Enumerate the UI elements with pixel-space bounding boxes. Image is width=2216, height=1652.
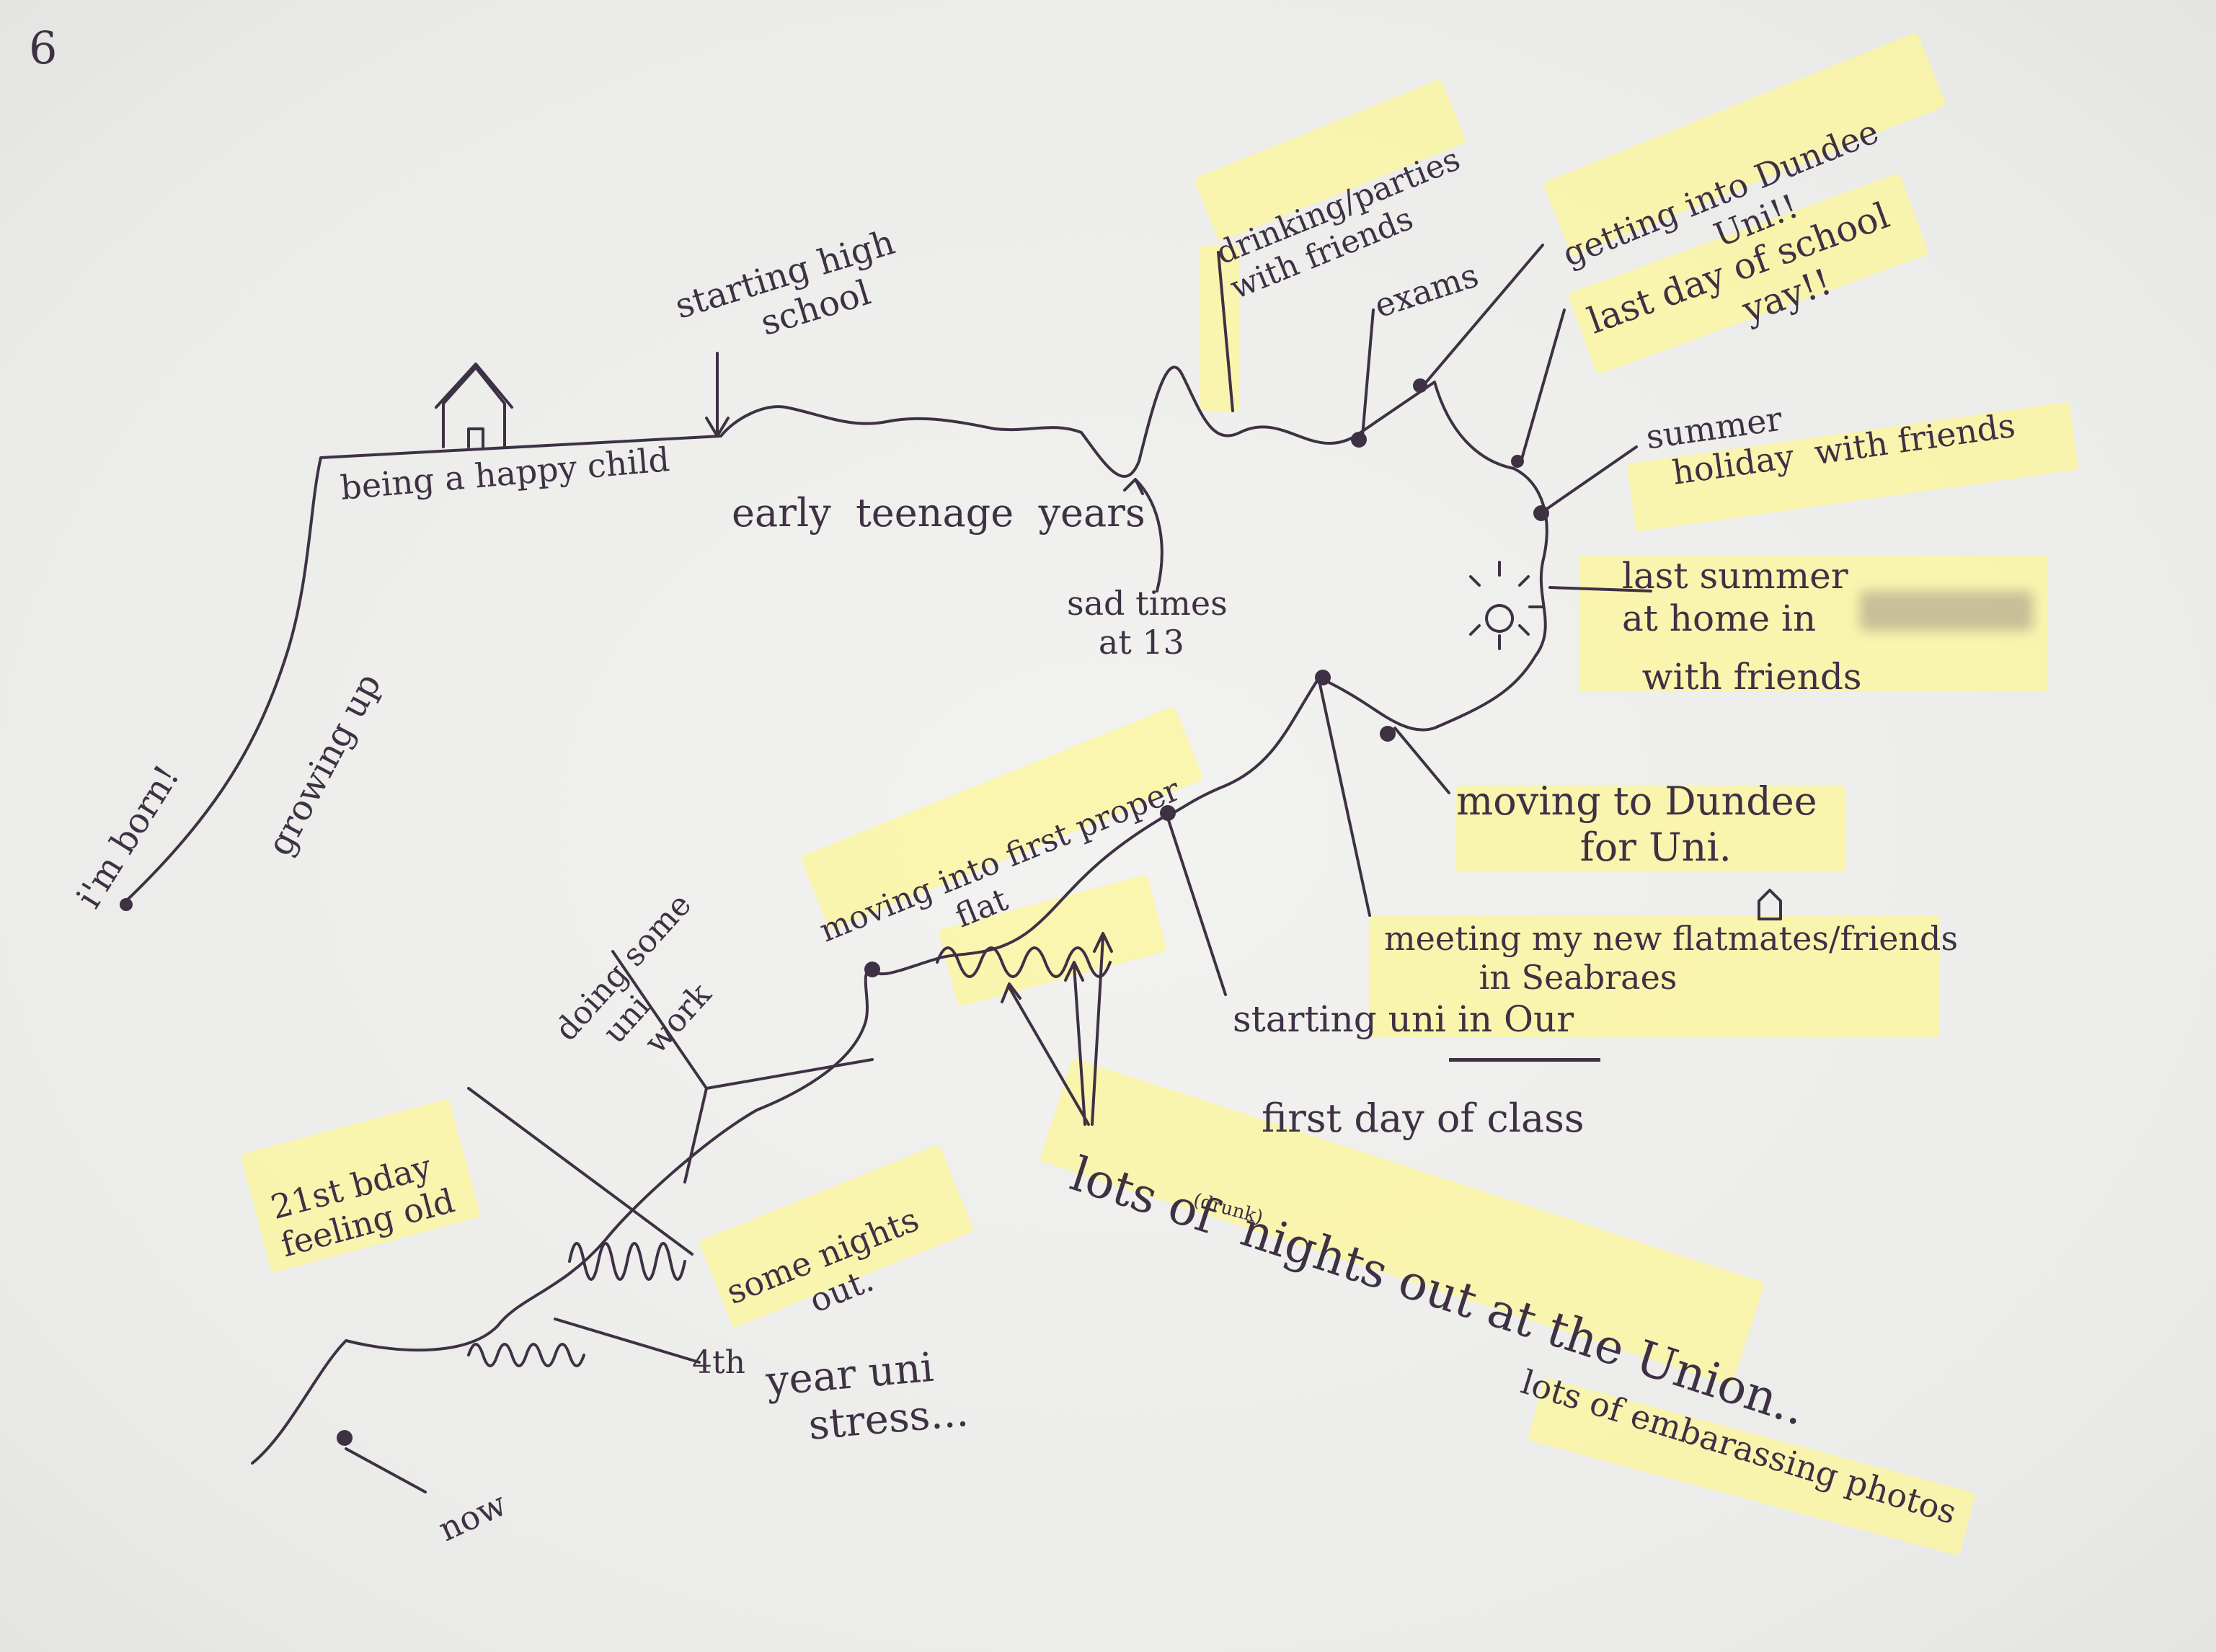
house-shape bbox=[435, 363, 513, 448]
dot-getting-in bbox=[1413, 378, 1427, 393]
highlight-meeting bbox=[1370, 915, 1939, 1038]
arrow-sad-times bbox=[1123, 478, 1164, 592]
label-early-teen: early teenage years bbox=[732, 490, 1145, 536]
house-small-icon bbox=[1758, 889, 1782, 920]
dot-born bbox=[120, 898, 133, 911]
wiggle-union bbox=[936, 946, 1112, 978]
page-mark: 6 bbox=[29, 22, 58, 74]
stem-starting-uni bbox=[1166, 817, 1227, 996]
dot-uni-work bbox=[864, 962, 880, 977]
highlight-moving-dundee bbox=[1456, 786, 1845, 872]
label-first-day: first day of class bbox=[1262, 1096, 1585, 1141]
wiggle-stress bbox=[467, 1343, 585, 1367]
stem-drinking bbox=[1217, 251, 1234, 412]
life-line bbox=[125, 365, 1548, 1465]
dot-exams bbox=[1351, 432, 1367, 448]
stem-last-day bbox=[1520, 308, 1566, 463]
dot-first-flat bbox=[1160, 805, 1176, 821]
redacted-place bbox=[1860, 591, 2033, 631]
dot-summer bbox=[1533, 505, 1549, 521]
dot-now bbox=[337, 1430, 353, 1446]
stem-exams bbox=[1361, 308, 1375, 438]
wiggle-bday bbox=[568, 1242, 686, 1281]
stem-summer bbox=[1541, 445, 1638, 513]
label-moving-dundee: moving to Dundee for Uni. bbox=[1456, 778, 1817, 870]
label-starting-uni: starting uni in Our bbox=[1233, 998, 1574, 1040]
stem-dundee bbox=[1419, 244, 1544, 391]
stem-uni-work bbox=[611, 950, 874, 1184]
label-stress: year uni stress... bbox=[764, 1344, 970, 1453]
label-last-summer: last summer at home in bbox=[1622, 555, 1848, 639]
label-with-friends: with friends bbox=[1608, 656, 1862, 698]
stem-moving-dundee bbox=[1393, 727, 1450, 794]
arrows-union bbox=[1001, 932, 1113, 1126]
stem-stress bbox=[554, 1318, 701, 1364]
strike-in-our bbox=[1449, 1058, 1600, 1062]
label-sad-times: sad times at 13 bbox=[1067, 584, 1228, 662]
stem-bday bbox=[467, 1087, 693, 1256]
dot-last-day bbox=[1511, 455, 1524, 468]
label-fourth-year: 4th bbox=[692, 1344, 746, 1381]
arrow-high-school bbox=[705, 352, 730, 438]
dot-peak bbox=[1315, 670, 1331, 685]
stem-now bbox=[345, 1447, 427, 1493]
label-meeting: meeting my new flatmates/friends in Seab… bbox=[1384, 919, 1959, 998]
sun-icon bbox=[1469, 561, 1544, 650]
stem-last-summer bbox=[1548, 586, 1652, 592]
dot-move-dundee bbox=[1380, 726, 1396, 742]
stem-meeting bbox=[1318, 680, 1371, 917]
